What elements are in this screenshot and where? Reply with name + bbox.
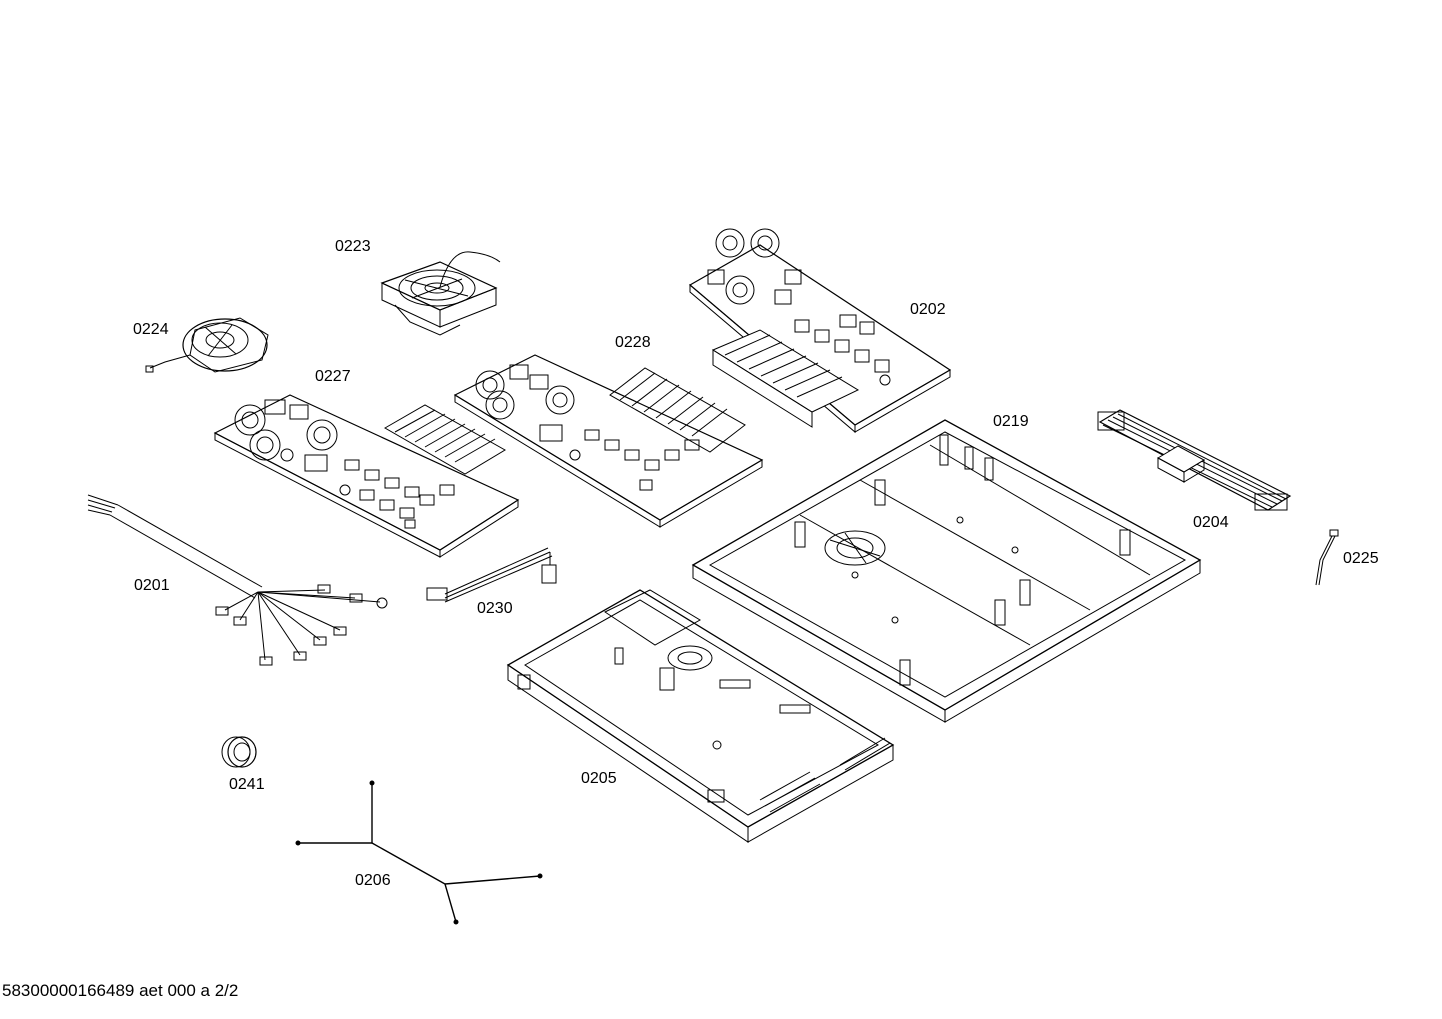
part-0228-pcb: [455, 355, 762, 527]
label-0205: 0205: [581, 770, 617, 787]
label-0204: 0204: [1193, 514, 1229, 531]
part-0205-tray: [508, 590, 893, 842]
part-0206-tripod: [296, 781, 542, 924]
part-0224-fan: [146, 318, 268, 372]
label-0225: 0225: [1343, 550, 1379, 567]
label-0224: 0224: [133, 321, 169, 338]
part-0202-pcb: [690, 229, 950, 432]
part-0201-harness: [88, 495, 387, 665]
label-0228: 0228: [615, 334, 651, 351]
part-0227-pcb: [215, 395, 518, 557]
label-0223: 0223: [335, 238, 371, 255]
label-0201: 0201: [134, 577, 170, 594]
part-0204-ribbon-cable: [1098, 410, 1290, 510]
part-0241-grommet: [222, 737, 256, 767]
label-0241: 0241: [229, 776, 265, 793]
part-0225-cable: [1316, 530, 1338, 585]
document-reference: 58300000166489 aet 000 a 2/2: [2, 981, 239, 1000]
label-0227: 0227: [315, 368, 351, 385]
label-0202: 0202: [910, 301, 946, 318]
part-0230-cable: [427, 548, 556, 602]
part-0223-fan: [382, 252, 500, 335]
label-0219: 0219: [993, 413, 1029, 430]
label-0206: 0206: [355, 872, 391, 889]
label-0230: 0230: [477, 600, 513, 617]
part-0219-frame: [693, 420, 1200, 722]
